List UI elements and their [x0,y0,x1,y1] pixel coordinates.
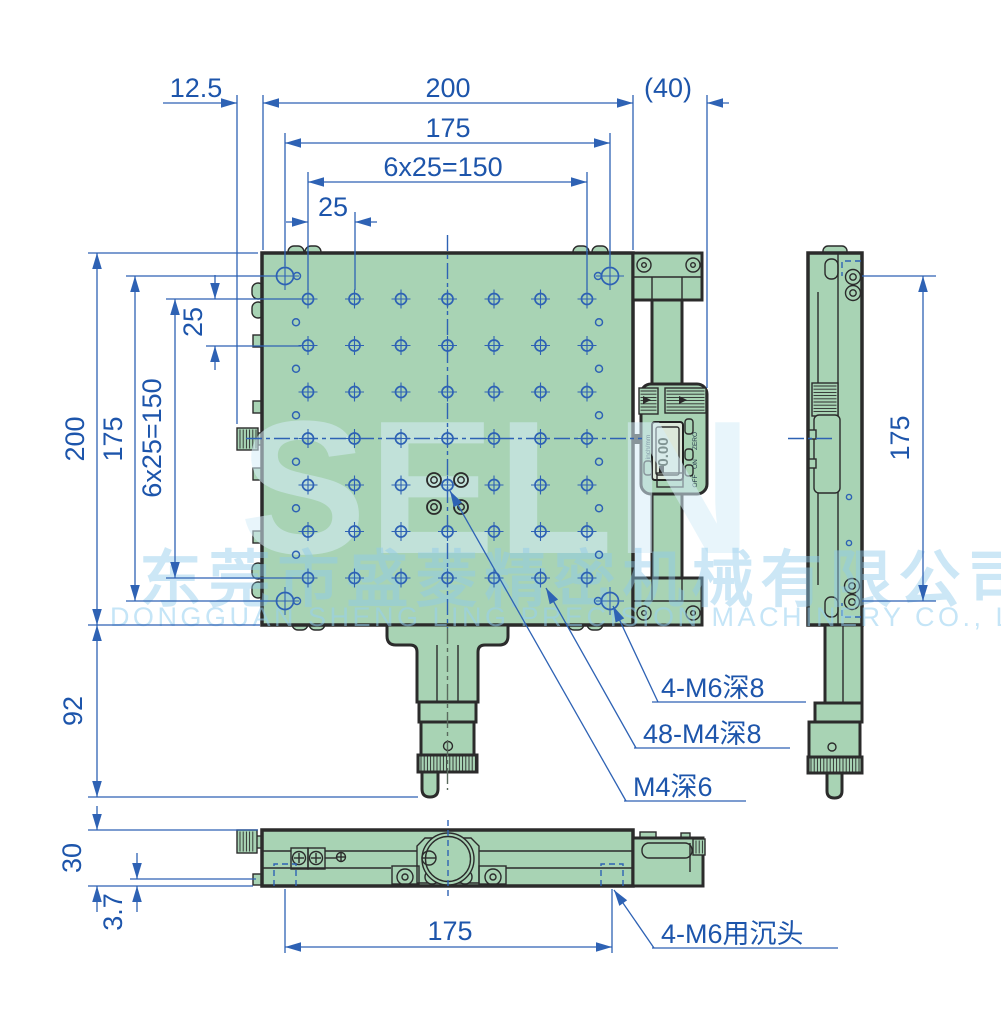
watermark-company-cn: 东莞市盛菱精密机械有限公司 [139,546,1001,615]
lcd-flag-icon [659,466,664,473]
dim-pitch-top: 25 [318,192,348,222]
side-micrometer [806,623,864,800]
dim-counterbore-span: 175 [427,916,472,946]
indicator-lcd [651,421,684,481]
dim-micrometer-drop: 92 [58,696,88,726]
dim-overall-width: 200 [425,73,470,103]
side-clamp-slider [808,382,841,494]
note-center-hole: M4深6 [633,772,713,802]
indicator-value: 0.00 [655,437,672,466]
indicator-zero-label: ZERO [692,432,699,450]
dim-hole-span-left: 175 [98,416,128,461]
indicator-on-label: ON [692,459,699,469]
dim-grid-span-top: 6x25=150 [383,152,502,182]
indicator-unit-label: inch/mm [645,435,652,460]
side-view [806,245,864,800]
watermark: SELN 东莞市盛菱精密机械有限公司 DONGGUAN SHENG LING P… [110,382,1001,632]
hidden-counterbores [273,863,624,886]
note-counterbore: 4-M6用沉头 [661,919,804,949]
dim-base-lip: 3.7 [98,893,128,931]
digital-indicator: 0.00 ZERO ON OFF inch/mm [638,382,709,496]
dimension-layer: 12.5 200 (40) 175 6x25=150 25 200 175 6x… [57,73,936,953]
watermark-company-en: DONGGUAN SHENG LING PRECISION MACHINERY … [110,602,1001,632]
watermark-brand: SELN [240,382,755,594]
micrometer-tip [420,770,440,799]
dim-overall-height: 200 [60,416,90,461]
indicator-contact-foot [633,434,642,444]
dim-base-height: 30 [57,843,87,873]
dim-hole-span-side: 175 [885,415,915,460]
readout-housing [631,831,706,888]
wheel-arrow-icon [679,396,687,404]
leader-notes: 4-M6深8 48-M4深8 M4深6 4-M6用沉头 [449,490,838,949]
carriage-screws [290,847,347,870]
note-corner-holes: 4-M6深8 [661,673,765,703]
note-grid-holes: 48-M4深8 [643,719,762,749]
dim-indicator-ref: (40) [644,73,692,103]
indicator-off-label: OFF [692,474,699,487]
dim-pitch-left: 25 [178,307,208,337]
bottom-view [236,828,706,888]
dim-knob-offset: 12.5 [170,73,223,103]
dim-hole-span-top: 175 [425,113,470,143]
wheel-arrow-icon [643,396,651,404]
dim-grid-span-left: 6x25=150 [137,378,167,497]
dimension-arrows [92,98,928,952]
hole-grid [271,262,624,615]
